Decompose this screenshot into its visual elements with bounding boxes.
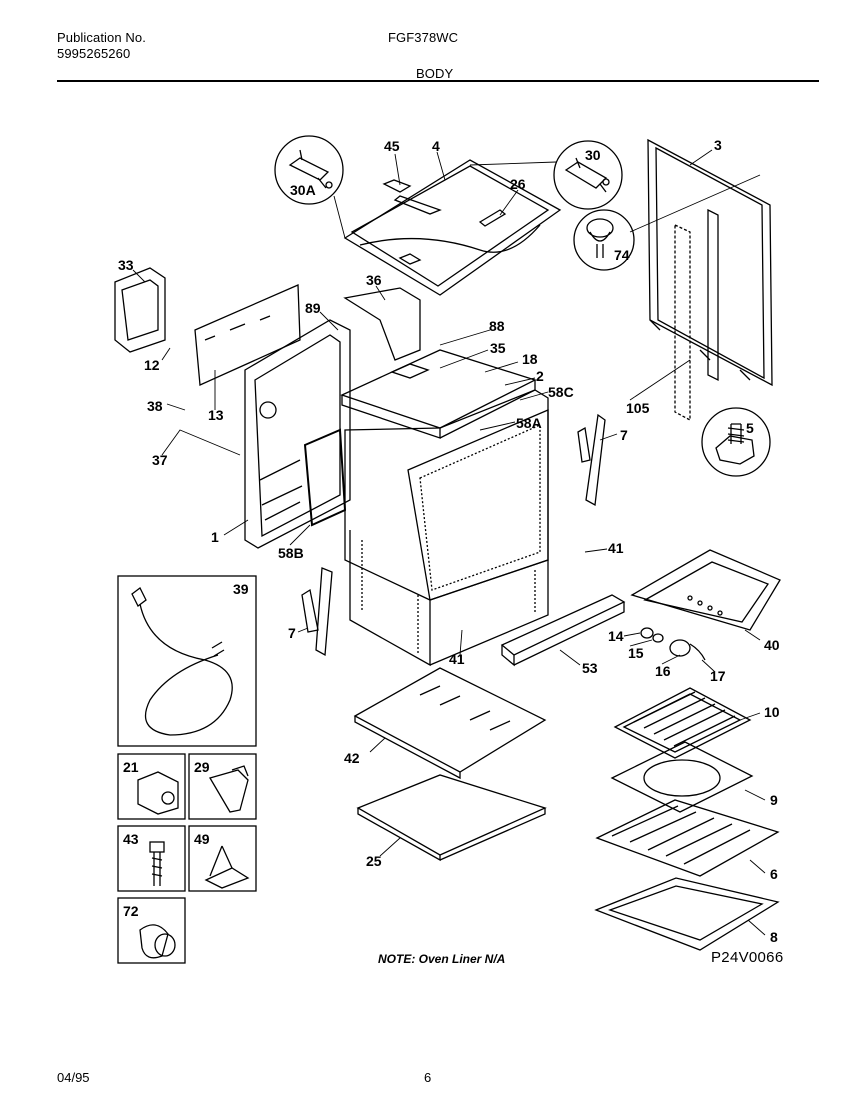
callout-53: 53 bbox=[582, 660, 598, 676]
callout-4: 4 bbox=[432, 138, 440, 154]
callout-21: 21 bbox=[123, 759, 139, 775]
callout-15: 15 bbox=[628, 645, 644, 661]
model-number: FGF378WC bbox=[388, 30, 459, 45]
callout-16: 16 bbox=[655, 663, 671, 679]
oven-rack bbox=[595, 799, 780, 877]
callout-43: 43 bbox=[123, 831, 139, 847]
callout-17: 17 bbox=[710, 668, 726, 684]
header-rule bbox=[57, 80, 819, 82]
callout-88: 88 bbox=[489, 318, 505, 334]
inset-5 bbox=[701, 407, 771, 477]
oven-body bbox=[244, 287, 549, 667]
callout-26: 26 bbox=[510, 176, 526, 192]
diagram-code: P24V0066 bbox=[711, 949, 784, 966]
inset-30 bbox=[553, 140, 623, 210]
section-title: BODY bbox=[416, 66, 454, 81]
oven-liner-note: NOTE: Oven Liner N/A bbox=[378, 952, 506, 966]
side-panel bbox=[647, 138, 773, 422]
callout-42: 42 bbox=[344, 750, 360, 766]
callout-30: 30 bbox=[585, 147, 601, 163]
callout-58c: 58C bbox=[548, 384, 574, 400]
knob-parts bbox=[640, 627, 706, 661]
callout-33: 33 bbox=[118, 257, 134, 273]
callout-7-right: 7 bbox=[620, 427, 628, 443]
kick-panel bbox=[500, 594, 626, 667]
callout-35: 35 bbox=[490, 340, 506, 356]
inset-box-39 bbox=[117, 575, 257, 747]
callout-10: 10 bbox=[764, 704, 780, 720]
callout-labels: 30A 45 4 30 3 26 74 33 36 89 88 35 18 2 … bbox=[118, 137, 780, 945]
callout-18: 18 bbox=[522, 351, 538, 367]
callout-6: 6 bbox=[770, 866, 778, 882]
callout-40: 40 bbox=[764, 637, 780, 653]
publication-label: Publication No. bbox=[57, 30, 146, 45]
callout-45: 45 bbox=[384, 138, 400, 154]
leader-lines bbox=[132, 149, 766, 936]
publication-number: 5995265260 bbox=[57, 46, 131, 61]
callout-41-lower: 41 bbox=[449, 651, 465, 667]
callout-39: 39 bbox=[233, 581, 249, 597]
callout-25: 25 bbox=[366, 853, 382, 869]
callout-89: 89 bbox=[305, 300, 321, 316]
callout-3: 3 bbox=[714, 137, 722, 153]
callout-9: 9 bbox=[770, 792, 778, 808]
callout-14: 14 bbox=[608, 628, 624, 644]
vent-panel bbox=[630, 549, 781, 631]
callout-5: 5 bbox=[746, 420, 754, 436]
inset-box-49 bbox=[188, 825, 257, 892]
back-panel bbox=[114, 267, 301, 386]
inset-30a bbox=[274, 135, 344, 205]
callout-30a: 30A bbox=[290, 182, 316, 198]
callout-36: 36 bbox=[366, 272, 382, 288]
bottom-panel-42 bbox=[353, 667, 547, 780]
footer-date: 04/95 bbox=[57, 1070, 90, 1085]
callout-13: 13 bbox=[208, 407, 224, 423]
callout-38: 38 bbox=[147, 398, 163, 414]
callout-49: 49 bbox=[194, 831, 210, 847]
callout-12: 12 bbox=[144, 357, 160, 373]
page-number: 6 bbox=[424, 1070, 432, 1085]
callout-105: 105 bbox=[626, 400, 650, 416]
inset-box-43 bbox=[117, 825, 186, 892]
hinges bbox=[301, 413, 606, 657]
oven-door-liner bbox=[594, 877, 780, 951]
broil-pan bbox=[610, 741, 754, 813]
callout-72: 72 bbox=[123, 903, 139, 919]
callout-7-left: 7 bbox=[288, 625, 296, 641]
inset-box-72 bbox=[117, 897, 186, 964]
inset-box-21 bbox=[117, 753, 186, 820]
callout-8: 8 bbox=[770, 929, 778, 945]
inset-74 bbox=[573, 209, 635, 271]
callout-41-upper: 41 bbox=[608, 540, 624, 556]
inset-box-29 bbox=[188, 753, 257, 820]
bottom-panel-25 bbox=[356, 774, 547, 862]
callout-2: 2 bbox=[536, 368, 544, 384]
callout-1: 1 bbox=[211, 529, 219, 545]
broil-pan-insert bbox=[613, 687, 752, 759]
callout-29: 29 bbox=[194, 759, 210, 775]
callout-58b: 58B bbox=[278, 545, 304, 561]
callout-58a: 58A bbox=[516, 415, 542, 431]
callout-37: 37 bbox=[152, 452, 168, 468]
top-panel bbox=[343, 159, 562, 296]
callout-74: 74 bbox=[614, 247, 630, 263]
